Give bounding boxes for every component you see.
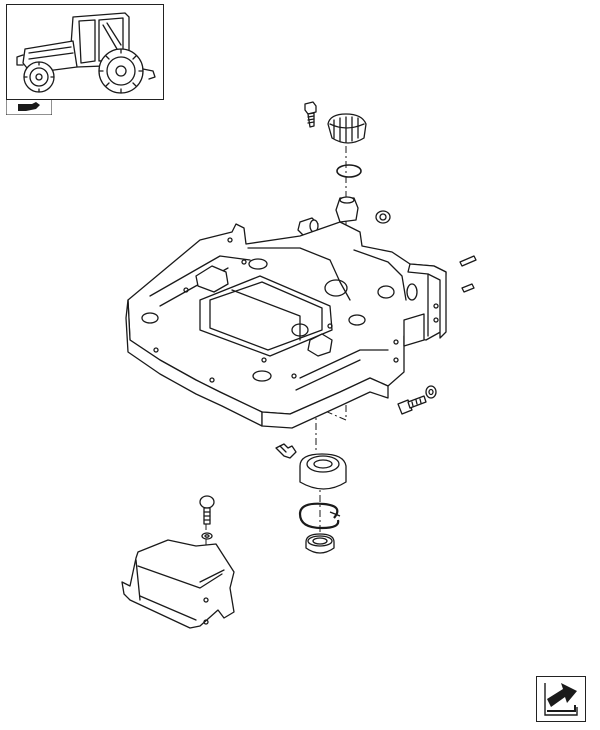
grease-nipple-part <box>275 443 297 459</box>
right-washer-part <box>375 210 391 224</box>
o-ring-part <box>336 164 362 178</box>
tractor-thumbnail <box>6 4 164 100</box>
next-page-arrow-icon <box>544 683 578 716</box>
lower-bush-part <box>305 533 335 554</box>
lower-bolt-part <box>199 495 215 540</box>
guard-plate-part <box>121 539 235 629</box>
breather-part <box>335 196 359 223</box>
circlip-part <box>298 502 341 530</box>
pin-parts <box>459 255 477 293</box>
filler-cap-part <box>327 113 367 144</box>
support-frame-part <box>125 221 447 429</box>
side-bolt-part <box>397 385 437 415</box>
top-bolt-part <box>304 101 317 128</box>
bearing-housing-part <box>299 453 347 490</box>
tractor-icon <box>16 12 156 94</box>
next-page-button[interactable] <box>536 676 586 722</box>
